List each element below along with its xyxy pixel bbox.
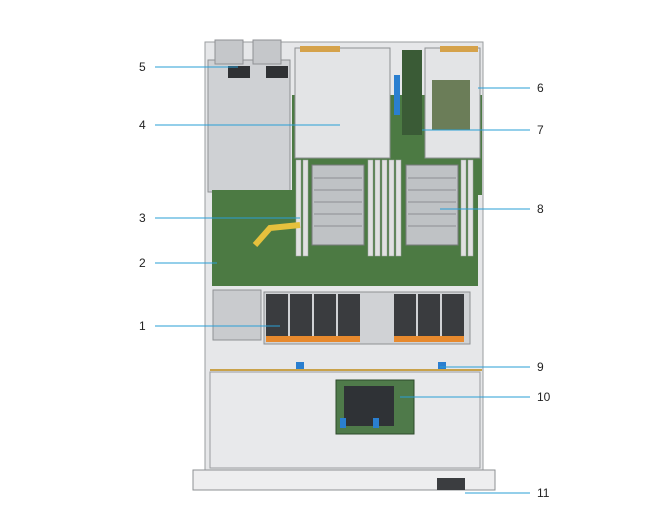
dimm-slots [295,159,474,257]
callout-number-8: 8 [537,202,544,216]
cable-guide [212,289,262,341]
callout-number-2: 2 [139,256,146,270]
m2-card [402,50,422,135]
callout-number-10: 10 [537,390,551,404]
touchpoint-left [296,362,304,370]
controller-clip-b [373,418,379,428]
front-bezel [192,469,496,491]
riser-bracket-top-b [440,46,478,52]
psu-fan-a [228,66,250,78]
callout-number-3: 3 [139,211,146,225]
heatsink-cpu2 [405,164,459,246]
riser-cage-left [294,47,391,159]
blue-strap [394,75,400,115]
callout-number-4: 4 [139,118,146,132]
callout-number-9: 9 [537,360,544,374]
psu-handle-b [252,39,282,65]
callout-number-7: 7 [537,123,544,137]
callout-number-6: 6 [537,81,544,95]
leader-lines [155,66,530,494]
callout-number-1: 1 [139,319,146,333]
controller-clip-a [340,418,346,428]
front-handle [437,478,465,490]
psu-handle-a [214,39,244,65]
fan-modules [263,291,471,345]
heatsink-cpu1 [311,164,365,246]
psu-bay [207,59,291,193]
riser-bracket-top-a [300,46,340,52]
callout-number-5: 5 [139,60,146,74]
yellow-cable [252,222,301,247]
touchpoint-right [438,362,446,370]
callout-number-11: 11 [537,486,550,500]
controller-heatsink [344,386,394,426]
riser-card [432,80,470,130]
psu-fan-b [266,66,288,78]
heatsink-fins [314,177,456,227]
